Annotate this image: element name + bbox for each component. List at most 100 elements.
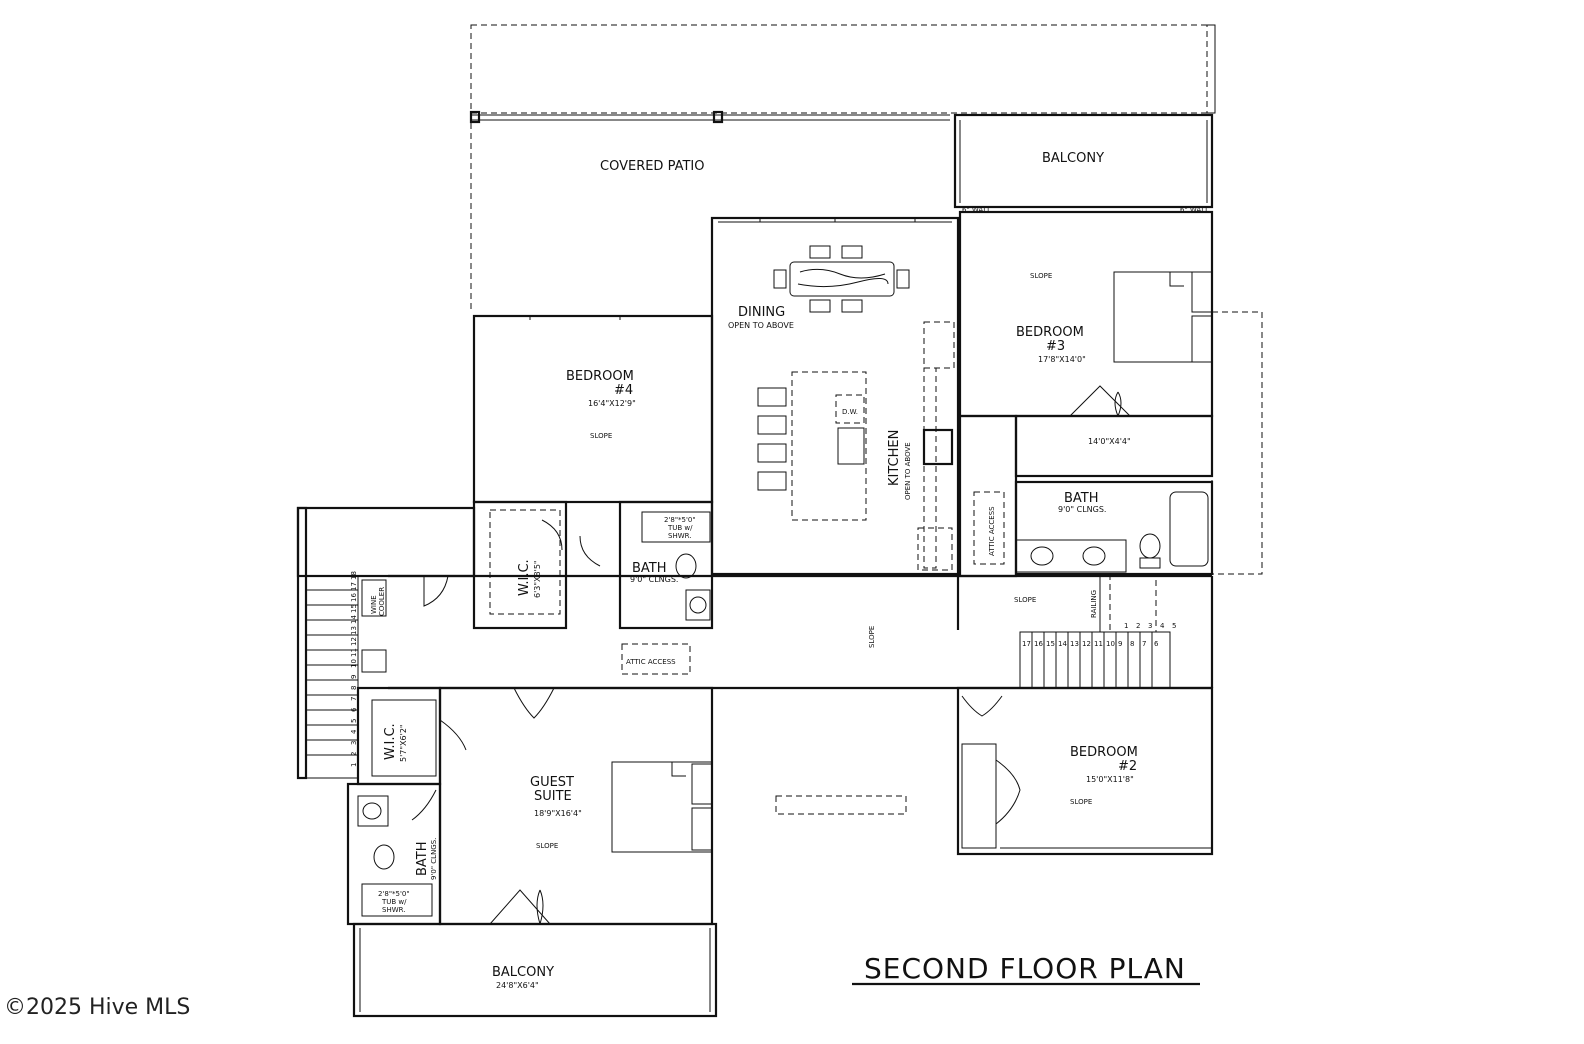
stair-number: 2 (350, 752, 358, 756)
stair-number: 10 (1106, 640, 1115, 648)
stair-number: 17 (1022, 640, 1031, 648)
left-stairs (296, 506, 476, 780)
stair-number: 8 (350, 686, 358, 690)
stair-number: 8 (1130, 640, 1134, 648)
stair-number: 1 (1124, 622, 1128, 630)
stair-number: 13 (1070, 640, 1079, 648)
bath-3-walls (973, 480, 1214, 576)
hallway-walls (388, 574, 1214, 690)
label-bedroom-2: BEDROOM (1070, 745, 1138, 760)
stair-number: 17 (350, 582, 358, 591)
dining-kitchen-walls (710, 216, 960, 576)
label-tub-4: 2'8"*5'0" (664, 516, 696, 524)
label-slope-b4: SLOPE (590, 432, 612, 440)
label-tub-guest-c: SHWR. (382, 906, 405, 914)
stair-number: 4 (1160, 622, 1165, 630)
covered-patio-outline (469, 24, 1216, 310)
label-guest-suite-dim: 18'9"X16'4" (534, 809, 582, 818)
label-closet-3-dim: 14'0"X4'4" (1088, 437, 1131, 446)
stair-number: 15 (1046, 640, 1055, 648)
stair-number: 7 (1142, 640, 1146, 648)
label-dw: D.W. (842, 408, 858, 416)
stair-number: 2 (1136, 622, 1140, 630)
label-wic-guest: W.I.C. (383, 723, 398, 760)
stair-number: 14 (1058, 640, 1067, 648)
stair-number: 16 (1034, 640, 1043, 648)
label-railing: RAILING (1090, 590, 1098, 618)
stair-number: 18 (350, 571, 358, 580)
stair-number: 12 (350, 637, 358, 646)
label-bedroom-4-num: #4 (614, 383, 633, 398)
label-bath-guest-note: 9'0" CLNGS. (430, 838, 438, 880)
label-attic-access-1: ATTIC ACCESS (988, 506, 996, 556)
label-bath-4-note: 9'0" CLNGS. (630, 575, 678, 584)
label-slope-guest: SLOPE (536, 842, 558, 850)
label-slope-b3: SLOPE (1030, 272, 1052, 280)
bedroom-2-walls (711, 686, 1214, 856)
label-wic-4: W.I.C. (517, 559, 532, 596)
stair-number: 1 (350, 763, 358, 767)
plan-title: SECOND FLOOR PLAN (864, 952, 1186, 985)
label-bedroom-3-dim: 17'8"X14'0" (1038, 355, 1086, 364)
label-bath-guest: BATH (415, 841, 430, 876)
stair-number: 9 (1118, 640, 1122, 648)
stair-number: 11 (350, 648, 358, 657)
label-bedroom-4-dim: 16'4"X12'9" (588, 399, 636, 408)
balcony-top (953, 113, 1214, 209)
label-wall-left: 6" WALL (962, 206, 991, 214)
stair-number: 11 (1094, 640, 1103, 648)
label-wic-4-dim: 6'3"X8'5" (533, 560, 542, 598)
label-suite: SUITE (534, 789, 572, 804)
label-covered-patio: COVERED PATIO (600, 159, 704, 174)
label-wall-right: 6" WALL (1180, 206, 1209, 214)
stair-number: 5 (350, 719, 358, 723)
label-tub-4-c: SHWR. (668, 532, 691, 540)
stair-number: 4 (350, 729, 358, 734)
label-slope-b2: SLOPE (1070, 798, 1092, 806)
stair-number: 12 (1082, 640, 1091, 648)
label-bedroom-3-num: #3 (1046, 339, 1065, 354)
label-tub-guest-b: TUB w/ (381, 898, 407, 906)
guest-suite-walls (346, 686, 714, 926)
label-bath-3-note: 9'0" CLNGS. (1058, 505, 1106, 514)
label-kitchen-note: OPEN TO ABOVE (904, 442, 912, 500)
label-bedroom-2-dim: 15'0"X11'8" (1086, 775, 1134, 784)
bedroom-3-walls (958, 210, 1263, 578)
label-slope-hall-2: SLOPE (1014, 596, 1036, 604)
stair-number: 10 (350, 659, 358, 668)
label-kitchen: KITCHEN (887, 430, 902, 486)
label-tub-4-b: TUB w/ (667, 524, 693, 532)
label-attic-access-2: ATTIC ACCESS (626, 658, 676, 666)
balcony-bottom (352, 922, 718, 1018)
label-balcony-top: BALCONY (1042, 151, 1104, 166)
label-slope-hall: SLOPE (868, 626, 876, 648)
stair-number: 3 (350, 741, 358, 745)
label-wine: WINE (370, 595, 378, 614)
label-cooler: COOLER (378, 587, 386, 616)
stair-number: 15 (350, 604, 358, 613)
label-bedroom-4: BEDROOM (566, 369, 634, 384)
watermark: ©2025 Hive MLS (4, 995, 190, 1020)
stair-number: 7 (350, 697, 358, 701)
stair-number: 16 (350, 593, 358, 602)
label-wic-guest-dim: 5'7"X6'2" (399, 724, 408, 762)
stair-number: 5 (1172, 622, 1176, 630)
label-bedroom-3: BEDROOM (1016, 325, 1084, 340)
stair-number: 6 (1154, 640, 1159, 648)
label-dining: DINING (738, 305, 785, 320)
stair-number: 9 (350, 675, 358, 679)
label-bath-4: BATH (632, 561, 667, 576)
label-guest: GUEST (530, 775, 574, 790)
label-dining-note: OPEN TO ABOVE (728, 321, 794, 330)
label-tub-guest: 2'8"*5'0" (378, 890, 410, 898)
label-balcony-bottom: BALCONY (492, 965, 554, 980)
stair-number: 13 (350, 626, 358, 635)
label-bath-3: BATH (1064, 491, 1099, 506)
label-bedroom-2-num: #2 (1118, 759, 1137, 774)
stair-number: 3 (1148, 622, 1152, 630)
label-balcony-bottom-dim: 24'8"X6'4" (496, 981, 539, 990)
stair-number: 14 (350, 615, 358, 624)
